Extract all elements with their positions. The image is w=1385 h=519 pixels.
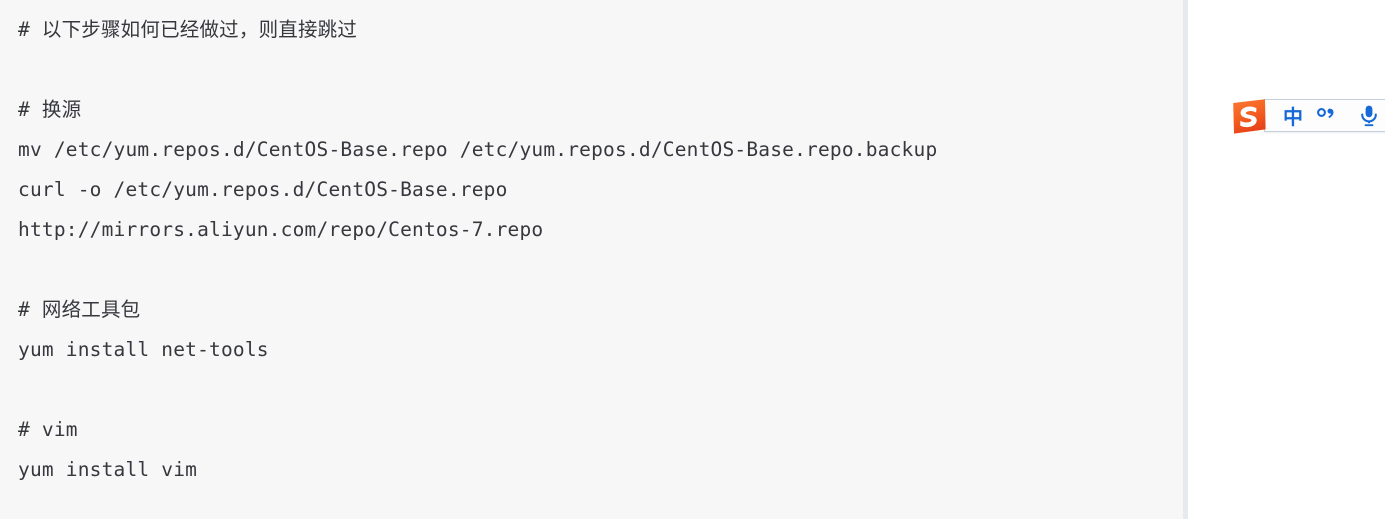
code-line: yum install net-tools <box>18 338 269 361</box>
code-line: curl -o /etc/yum.repos.d/CentOS-Base.rep… <box>18 178 508 201</box>
code-line: # 换源 <box>18 98 82 121</box>
ime-toolbar[interactable]: 中 <box>1264 99 1385 132</box>
sogou-logo-icon[interactable] <box>1229 96 1270 137</box>
code-block: # 以下步骤如何已经做过，则直接跳过 # 换源 mv /etc/yum.repo… <box>18 10 1183 490</box>
ime-voice-input-button[interactable] <box>1347 100 1385 131</box>
code-line-blank <box>18 50 1183 90</box>
code-line-blank <box>18 370 1183 410</box>
ime-punctuation-mode-button[interactable] <box>1307 100 1347 131</box>
code-line-blank <box>18 250 1183 290</box>
ime-language-mode-button[interactable]: 中 <box>1283 105 1303 129</box>
code-block-scroll-rail[interactable] <box>1183 0 1188 519</box>
code-line-list: # 以下步骤如何已经做过，则直接跳过 # 换源 mv /etc/yum.repo… <box>18 10 1183 490</box>
code-line: http://mirrors.aliyun.com/repo/Centos-7.… <box>18 218 544 241</box>
microphone-icon <box>1361 105 1377 126</box>
code-line: # 以下步骤如何已经做过，则直接跳过 <box>18 18 358 41</box>
code-line: yum install vim <box>18 458 198 481</box>
code-line: # vim <box>18 418 78 441</box>
code-line: # 网络工具包 <box>18 298 141 321</box>
code-line: mv /etc/yum.repos.d/CentOS-Base.repo /et… <box>18 138 938 161</box>
punctuation-icon <box>1317 107 1334 118</box>
